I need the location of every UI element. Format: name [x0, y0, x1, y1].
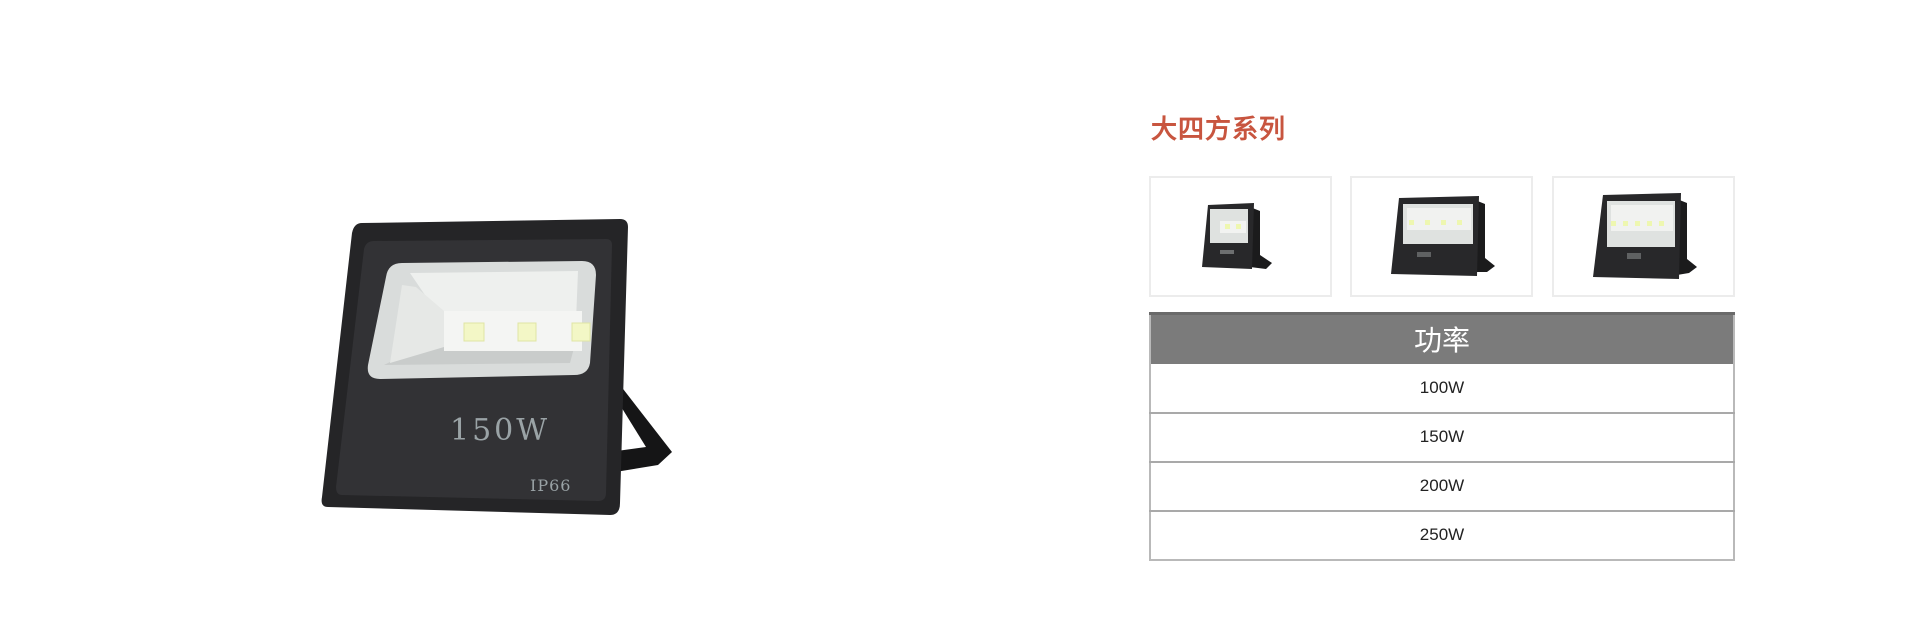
table-cell-power: 100W [1150, 363, 1734, 413]
column-header-power: 功率 [1150, 312, 1734, 364]
table-row: 250W [1150, 509, 1734, 560]
table-row: 150W [1150, 411, 1734, 462]
table-cell-power: 250W [1150, 509, 1734, 560]
series-title: 大四方系列 [1151, 115, 1287, 145]
wattage-label: 150W [450, 413, 550, 448]
flood-light-thumbnail-icon [1390, 195, 1495, 276]
thumbnail-200w[interactable] [1350, 176, 1533, 297]
main-product-image: 150W IP66 [320, 215, 720, 545]
table-header-row: 功率 [1150, 312, 1734, 364]
product-series-panel: 大四方系列 [1149, 112, 1735, 561]
thumbnail-gallery [1149, 176, 1735, 297]
table-row: 100W [1150, 363, 1734, 413]
table-cell-power: 150W [1150, 411, 1734, 462]
flood-light-illustration: 150W IP66 [321, 219, 672, 515]
table-cell-power: 200W [1150, 460, 1734, 511]
ip-rating-label: IP66 [530, 476, 571, 495]
led-chips [463, 322, 591, 342]
thumbnail-100w[interactable] [1149, 176, 1332, 297]
thumbnail-250w[interactable] [1552, 176, 1735, 297]
table-row: 200W [1150, 460, 1734, 511]
flood-light-thumbnail-icon [1592, 192, 1697, 279]
power-spec-table: 功率 100W 150W 200W 250W [1149, 312, 1735, 561]
flood-light-thumbnail-icon [1201, 202, 1272, 269]
